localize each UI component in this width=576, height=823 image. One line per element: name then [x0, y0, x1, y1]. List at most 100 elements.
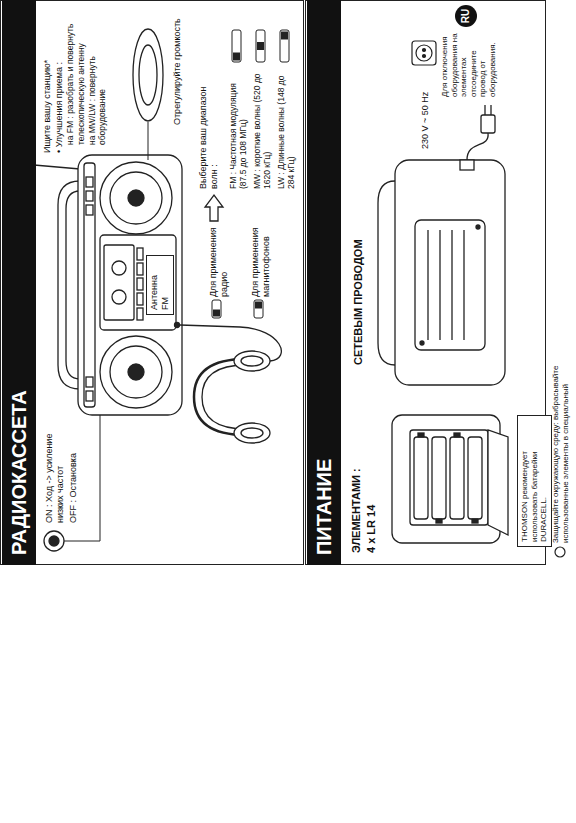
- instruction-text: телескопическую антенну: [76, 3, 86, 145]
- boombox-back-part: [460, 160, 474, 170]
- boombox-back-part: [467, 133, 488, 160]
- boombox-front-part: [100, 162, 172, 234]
- wall-socket-part: [423, 49, 426, 52]
- slide-switch-part: [234, 53, 240, 60]
- wall-socket-part: [423, 55, 426, 58]
- boombox-back-part: [490, 105, 491, 115]
- slide-switch-part: [256, 30, 265, 62]
- slide-switch-part: [214, 310, 220, 316]
- slide-switch-part: [258, 43, 264, 50]
- recycle-symbol-part: [555, 547, 565, 557]
- volume-knob-part: [139, 45, 157, 105]
- switch-label: Для применения магнитофонов: [250, 223, 272, 297]
- boombox-front-part: [84, 163, 95, 407]
- instruction-text: Отрегулируйте громкость: [172, 3, 183, 125]
- node-text: Антенна FM: [149, 260, 171, 310]
- instruction-text: на MW/LW : повернуть оборудование: [87, 3, 107, 145]
- boombox-front-part: [137, 293, 143, 305]
- instruction-text: Выберите ваш диапазон волн :: [198, 77, 220, 189]
- boombox-back-part: [420, 341, 424, 345]
- section-header-band: РАДИОКАССЕТА: [2, 0, 36, 565]
- boombox-front-part: [128, 364, 144, 380]
- instruction-text: на FM : разобрать и повернуть: [65, 3, 75, 145]
- battery-compartment-part: [450, 437, 464, 519]
- boombox-back-part: [481, 115, 495, 133]
- volume-knob-part: [133, 29, 163, 121]
- node-text: ПИТАНИЕ: [313, 459, 335, 555]
- headphones-part: [194, 359, 246, 435]
- hollow-arrow-part: [205, 195, 223, 221]
- sub-heading: ЭЛЕМЕНТАМИ :: [350, 393, 363, 553]
- instruction-text: Для отключения оборудования на элементах…: [440, 29, 498, 97]
- headphones-part: [241, 356, 263, 366]
- band-label: LW : Длинные волны (148 до 284 кГц): [276, 67, 296, 189]
- boombox-front-part: [128, 190, 144, 206]
- boombox-front-part: [137, 263, 143, 275]
- boombox-back-part: [395, 160, 505, 385]
- sub-heading: СЕТЕВЫМ ПРОВОДОМ: [352, 165, 365, 365]
- rotated-page: РАДИОКАССЕТА Антенна FM ПИТАНИЕ THOMSON рек…: [0, 0, 576, 565]
- battery-compartment-part: [436, 519, 442, 523]
- boombox-back-part: [451, 230, 452, 340]
- bass-button-part: [49, 536, 59, 546]
- slide-switch-part: [256, 302, 262, 308]
- language-badge: RU: [455, 5, 477, 27]
- wall-socket-part: [412, 41, 436, 65]
- node-text: THOMSON рекомендует использовать батарей…: [520, 420, 549, 542]
- boombox-front: [34, 155, 182, 415]
- panel-frame-part: [306, 1, 546, 565]
- text-layer: РАДИОКАССЕТА Антенна FM ПИТАНИЕ THOMSON рек…: [0, 0, 576, 565]
- boombox-back-part: [476, 225, 480, 229]
- note-box: THOMSON рекомендует использовать батарей…: [517, 415, 552, 547]
- boombox-front-part: [137, 248, 143, 260]
- battery-compartment-part: [418, 433, 424, 437]
- battery-compartment: [392, 415, 508, 543]
- boombox-front-part: [58, 181, 80, 389]
- battery-compartment-part: [410, 430, 488, 525]
- battery-compartment-part: [488, 430, 508, 535]
- slide-switch-part: [232, 30, 241, 62]
- boombox-front-part: [100, 336, 172, 408]
- boombox-front-part: [175, 323, 180, 328]
- boombox-front-part: [78, 155, 182, 415]
- boombox-back-part: [463, 230, 464, 340]
- headphones-part: [234, 423, 270, 443]
- voltage-label: 230 V ~ 50 Hz: [420, 69, 431, 149]
- boombox-back-part: [439, 230, 440, 340]
- band-label: FM : Частотная модуляция (87.5 до 108 МГ…: [228, 67, 248, 189]
- boombox-front-part: [86, 191, 93, 201]
- instruction-text: • Улучшения приема :: [54, 3, 65, 153]
- boombox-front-part: [110, 172, 162, 224]
- control-note: ON : Ход -> усиление низких частот: [44, 405, 66, 523]
- slide-switch-part: [280, 30, 289, 62]
- boombox-front-part: [104, 245, 134, 320]
- instruction-text: Ищите вашу станцию*: [42, 3, 53, 153]
- headphones-part: [241, 428, 263, 438]
- boombox-back-part: [415, 220, 485, 350]
- slide-switch-part: [254, 300, 263, 318]
- section-header-band: ПИТАНИЕ: [307, 0, 341, 565]
- headphones-part: [202, 365, 246, 429]
- label-box: Антенна FM: [146, 255, 174, 315]
- slide-switch-part: [212, 300, 221, 318]
- boombox-front-part: [112, 261, 126, 275]
- node-text: RU: [460, 9, 471, 23]
- boombox-front-part: [110, 346, 162, 398]
- boombox-front-part: [137, 308, 143, 320]
- hollow-arrow: [205, 195, 223, 221]
- battery-compartment-part: [392, 415, 500, 543]
- bass-button-part: [44, 531, 64, 551]
- boombox-front-part: [137, 278, 143, 290]
- switch-label: Для применения радио: [208, 223, 230, 297]
- volume-knob-part: [148, 122, 149, 160]
- sub-heading: 4 x LR 14: [365, 393, 378, 553]
- battery-compartment-part: [454, 433, 460, 437]
- band-label: MW : короткие волны (520 до 1620 кГц): [252, 67, 272, 189]
- boombox-front-part: [86, 205, 93, 215]
- boombox-front-part: [100, 235, 176, 330]
- boombox-front-part: [34, 165, 80, 169]
- boombox-back: [378, 105, 505, 385]
- control-note: OFF : Остановка: [68, 405, 79, 523]
- boombox-front-part: [86, 391, 93, 401]
- headphones-part: [180, 325, 281, 361]
